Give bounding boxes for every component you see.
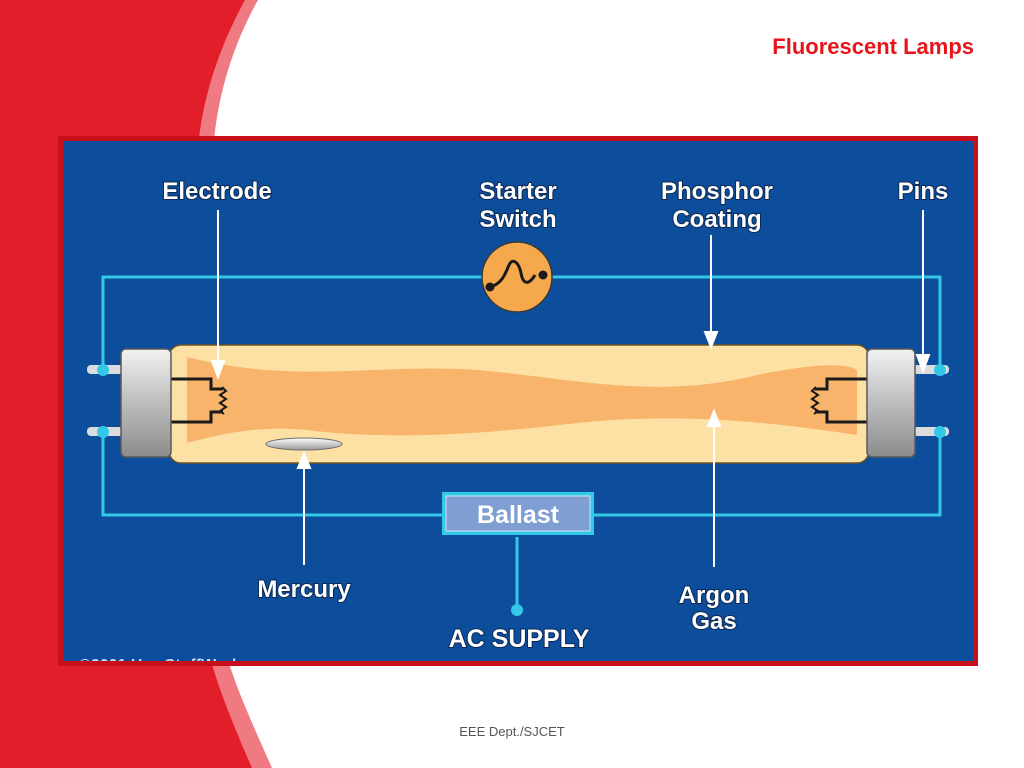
left-top-node bbox=[97, 364, 109, 376]
lamp-pins bbox=[87, 364, 949, 438]
arrow-mercury bbox=[296, 450, 312, 565]
fluorescent-lamp-diagram: Electrode Starter Switch Phosphor Coatin… bbox=[58, 136, 978, 667]
right-bottom-node bbox=[934, 426, 946, 438]
slide-title: Fluorescent Lamps bbox=[772, 34, 974, 59]
annotation-arrows bbox=[210, 210, 931, 567]
label-pins: Pins bbox=[898, 178, 949, 205]
label-starter-line1: Starter bbox=[479, 178, 556, 205]
label-ballast: Ballast bbox=[477, 501, 560, 529]
tube-glow bbox=[187, 357, 857, 443]
end-cap-right bbox=[866, 348, 916, 458]
ballast-box bbox=[442, 492, 594, 535]
label-starter-line2: Switch bbox=[479, 206, 556, 233]
label-phosphor-line2: Coating bbox=[672, 206, 761, 233]
arrow-pins bbox=[915, 210, 931, 374]
ac-supply-dot bbox=[511, 604, 523, 616]
label-mercury: Mercury bbox=[257, 576, 351, 603]
arrow-phosphor bbox=[703, 235, 719, 350]
left-bottom-node bbox=[97, 426, 109, 438]
electrode-right bbox=[810, 377, 869, 424]
label-ac-supply: AC SUPPLY bbox=[449, 625, 590, 653]
arrow-argon bbox=[706, 408, 722, 567]
arrow-electrode bbox=[210, 210, 226, 380]
right-top-node bbox=[934, 364, 946, 376]
label-electrode: Electrode bbox=[162, 178, 271, 205]
electrode-left bbox=[169, 377, 228, 424]
starter-switch-symbol bbox=[481, 241, 553, 313]
label-argon-line2: Gas bbox=[691, 608, 736, 635]
label-phosphor-line1: Phosphor bbox=[661, 178, 773, 205]
end-cap-left bbox=[120, 348, 172, 458]
copyright-text: ©2001 HowStuffWorks bbox=[79, 657, 250, 667]
slide-footer: EEE Dept./SJCET bbox=[459, 724, 565, 739]
lamp-tube bbox=[168, 344, 870, 464]
label-argon-line1: Argon bbox=[679, 582, 750, 609]
mercury-droplet bbox=[265, 437, 343, 451]
